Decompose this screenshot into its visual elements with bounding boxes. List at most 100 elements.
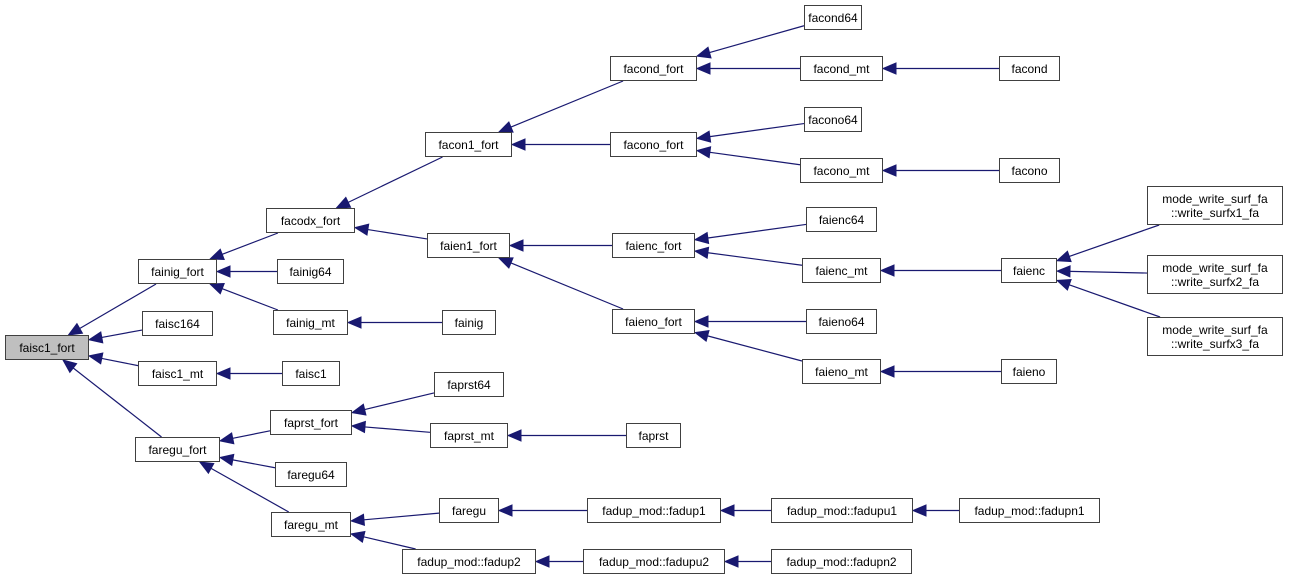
arrowhead-icon [349,530,366,544]
call-edge [1069,270,1148,274]
call-edge [709,122,805,138]
graph-node[interactable]: facono64 [804,107,862,132]
graph-node[interactable]: faprst_fort [270,410,352,435]
arrowhead-icon [1055,250,1072,263]
arrowhead-icon [695,130,712,143]
graph-node[interactable]: mode_write_surf_fa ::write_surfx3_fa [1147,317,1283,356]
graph-node[interactable]: faieno64 [806,309,877,334]
call-edge [101,329,143,339]
graph-node[interactable]: faregu_fort [135,437,220,462]
graph-node[interactable]: faprst64 [434,372,504,397]
call-edge [367,228,428,240]
arrowhead-icon [349,513,365,526]
arrowhead-icon [693,231,710,245]
call-edge [510,262,624,310]
graph-node[interactable]: faisc1 [282,361,340,386]
graph-node[interactable]: faisc1_mt [138,361,217,386]
call-edge [510,80,624,128]
graph-node[interactable]: faisc164 [142,311,213,336]
arrowhead-icon [911,504,927,517]
arrowhead-icon [695,46,712,59]
graph-node[interactable]: mode_write_surf_fa ::write_surfx1_fa [1147,186,1283,225]
graph-node[interactable]: faregu_mt [271,512,351,537]
call-edge [707,252,803,266]
arrowhead-icon [335,196,352,209]
graph-node[interactable]: fadup_mod::fadup1 [587,498,721,523]
graph-node[interactable]: facond_mt [800,56,883,81]
call-edge [1069,284,1161,318]
call-edge [232,459,276,469]
graph-node[interactable]: fadup_mod::fadupu2 [583,549,725,574]
arrowhead-icon [350,420,366,434]
arrowhead-icon [510,138,526,151]
arrowhead-icon [346,316,362,329]
graph-node[interactable]: facond_fort [610,56,697,81]
call-edge [222,232,279,255]
arrowhead-icon [1055,279,1072,291]
arrowhead-icon [215,367,231,380]
graph-node[interactable]: fainig64 [277,259,344,284]
graph-node[interactable]: facond64 [804,5,862,30]
arrowhead-icon [693,329,710,343]
call-edge [79,283,157,329]
graph-node[interactable]: faregu64 [275,462,347,487]
graph-node[interactable]: faien1_fort [427,233,510,258]
call-edge [210,467,290,513]
arrowhead-icon [719,504,735,517]
graph-node[interactable]: faieno [1001,359,1057,384]
arrowhead-icon [87,352,104,365]
graph-node[interactable]: faprst_mt [430,423,508,448]
arrowhead-icon [218,453,235,467]
arrowhead-icon [87,331,104,344]
arrowhead-icon [208,248,225,261]
arrowhead-icon [508,239,524,252]
graph-node[interactable]: facond [999,56,1060,81]
arrowhead-icon [693,246,710,259]
graph-node[interactable]: faienc_fort [612,233,695,258]
graph-node[interactable]: facodx_fort [266,208,355,233]
arrowhead-icon [208,282,225,295]
arrowhead-icon [350,403,367,416]
arrowhead-icon [534,555,550,568]
arrowhead-icon [881,62,897,75]
arrowhead-icon [695,62,711,75]
graph-node[interactable]: faienc_mt [802,258,881,283]
call-edge [232,430,271,439]
arrowhead-icon [218,432,235,445]
graph-node[interactable]: faregu [439,498,499,523]
graph-node[interactable]: faienc64 [806,207,877,232]
arrowhead-icon [723,555,739,568]
graph-node[interactable]: facono_fort [610,132,697,157]
call-edge [1069,224,1160,257]
graph-node[interactable]: fadup_mod::fadup2 [402,549,536,574]
arrowhead-icon [693,315,709,328]
arrowhead-icon [506,429,522,442]
graph-node[interactable]: fainig [442,310,496,335]
graph-node[interactable]: fainig_mt [273,310,348,335]
arrowhead-icon [497,504,513,517]
graph-node[interactable]: fainig_fort [138,259,217,284]
call-edge [707,223,807,239]
graph-node[interactable]: facono [999,158,1060,183]
arrowhead-icon [879,264,895,277]
call-edge [347,156,443,203]
call-edge [222,288,279,311]
graph-node[interactable]: mode_write_surf_fa ::write_surfx2_fa [1147,255,1283,294]
graph-node[interactable]: facon1_fort [425,132,512,157]
call-edge [101,357,139,367]
arrowhead-icon [61,359,78,374]
arrowhead-icon [497,121,514,133]
graph-node[interactable]: fadup_mod::fadupn1 [959,498,1100,523]
graph-node[interactable]: facono_mt [800,158,883,183]
graph-node[interactable]: fadup_mod::fadupu1 [771,498,913,523]
graph-node[interactable]: faieno_fort [612,309,695,334]
graph-node[interactable]: fadup_mod::fadupn2 [771,549,912,574]
graph-node[interactable]: faienc [1001,258,1057,283]
call-edge [363,512,440,521]
arrowhead-icon [497,257,514,269]
graph-node[interactable]: faprst [626,423,681,448]
call-edge [364,392,435,411]
arrowhead-icon [1055,265,1071,278]
graph-node[interactable]: faieno_mt [802,359,881,384]
